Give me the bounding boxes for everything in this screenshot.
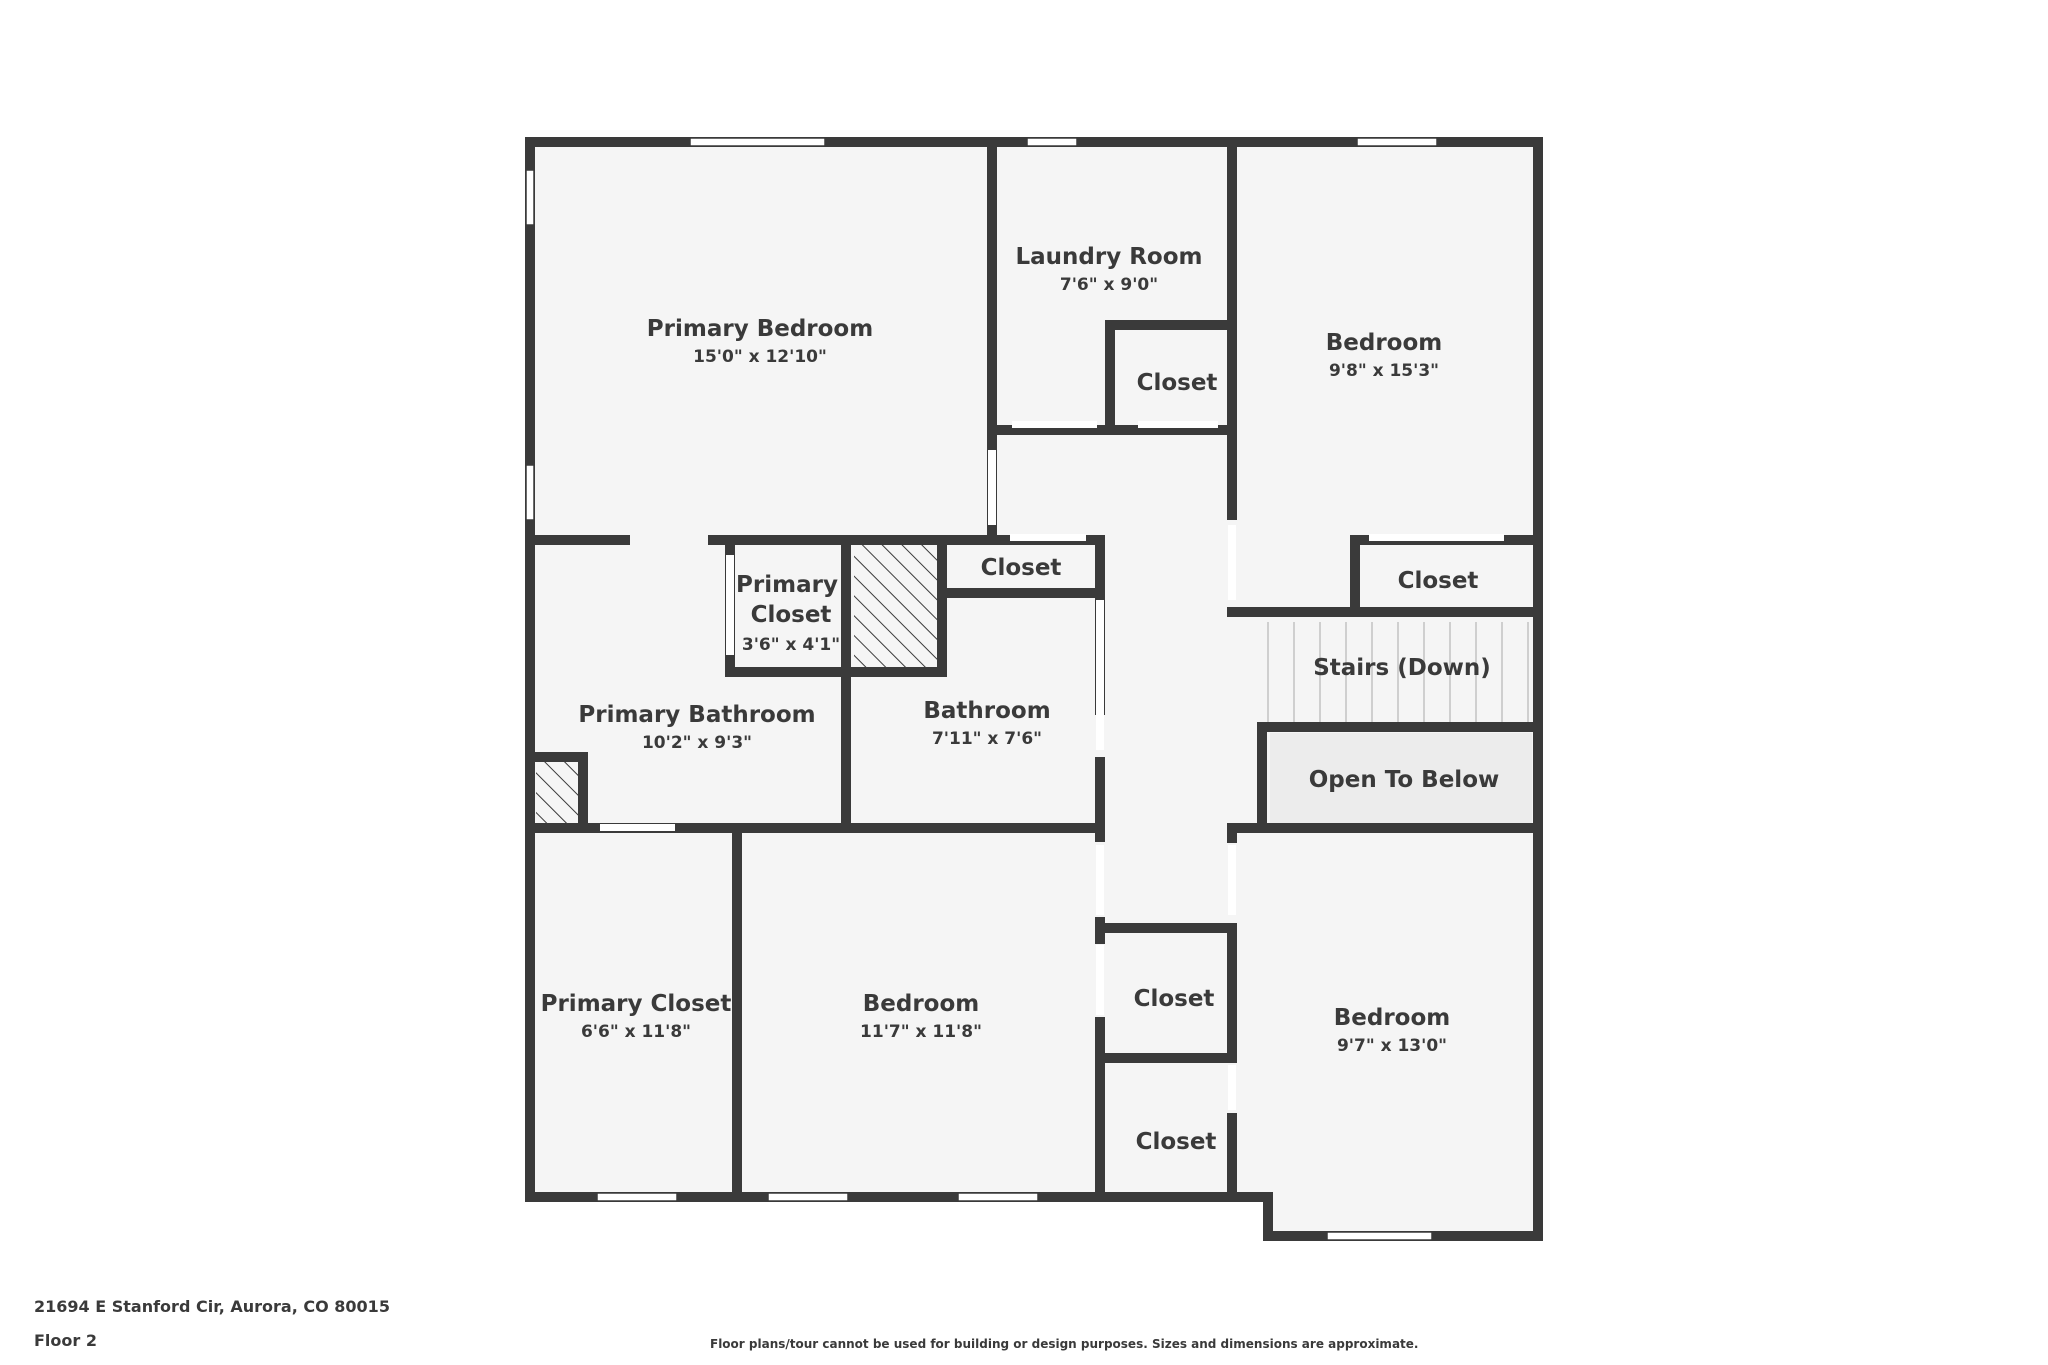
room-name: Primary Bedroom (647, 316, 873, 342)
window (957, 1192, 1039, 1202)
room-name: Laundry Room (1015, 244, 1202, 270)
room-closet-mid-1: Closet (1134, 986, 1215, 1012)
window (1356, 137, 1438, 147)
room-name: Bathroom (923, 698, 1050, 724)
room-name: Closet (1137, 370, 1218, 396)
door-openings (600, 421, 1504, 1110)
open-to-below-fill (1270, 733, 1532, 823)
room-laundry-room: Laundry Room 7'6" x 9'0" (1015, 244, 1202, 295)
shaft-hatch-small (536, 760, 583, 826)
room-dimensions: 15'0" x 12'10" (693, 347, 827, 367)
window (767, 1192, 849, 1202)
stairs-treads (1267, 622, 1529, 722)
room-dimensions: 6'6" x 11'8" (581, 1022, 691, 1042)
room-name: Open To Below (1309, 767, 1500, 793)
room-name: Stairs (Down) (1313, 655, 1491, 681)
room-dimensions: 10'2" x 9'3" (642, 733, 752, 753)
room-primary-bathroom: Primary Bathroom 10'2" x 9'3" (578, 702, 815, 753)
room-dimensions: 7'6" x 9'0" (1060, 275, 1158, 295)
room-name-line-1: Primary (736, 572, 838, 598)
room-name: Bedroom (1334, 1005, 1451, 1031)
room-name: Primary Bathroom (578, 702, 815, 728)
window (525, 169, 535, 226)
disclaimer-text: Floor plans/tour cannot be used for buil… (710, 1337, 1419, 1351)
room-bedroom-sw: Bedroom 11'7" x 11'8" (860, 991, 982, 1042)
room-dimensions: 9'7" x 13'0" (1337, 1036, 1447, 1056)
room-dimensions: 7'11" x 7'6" (932, 729, 1042, 749)
shaft-hatch (854, 540, 939, 667)
window (1026, 137, 1078, 147)
room-closet-ne: Closet (1398, 568, 1479, 594)
room-primary-bedroom: Primary Bedroom 15'0" x 12'10" (647, 316, 873, 367)
room-primary-closet: Primary Closet 6'6" x 11'8" (541, 991, 732, 1042)
room-name: Primary Closet (541, 991, 732, 1017)
floor-label: Floor 2 (34, 1331, 97, 1350)
room-name: Closet (981, 555, 1062, 581)
room-stairs: Stairs (Down) (1313, 655, 1491, 681)
window (525, 464, 535, 521)
room-name: Closet (1134, 986, 1215, 1012)
room-open-to-below: Open To Below (1309, 767, 1500, 793)
floor-fill (529, 142, 1537, 1235)
room-name: Bedroom (1326, 330, 1443, 356)
window (1326, 1231, 1433, 1241)
room-name: Primary Closet (736, 572, 846, 628)
room-dimensions: 11'7" x 11'8" (860, 1022, 982, 1042)
room-name-line-2: Closet (751, 602, 832, 628)
room-hall-closet: Closet (981, 555, 1062, 581)
room-closet-mid-2: Closet (1136, 1129, 1217, 1155)
room-dimensions: 3'6" x 4'1" (742, 635, 840, 655)
address-label: 21694 E Stanford Cir, Aurora, CO 80015 (34, 1297, 390, 1316)
room-name: Closet (1136, 1129, 1217, 1155)
room-dimensions: 9'8" x 15'3" (1329, 361, 1439, 381)
windows (525, 137, 1438, 1241)
room-bedroom-se: Bedroom 9'7" x 13'0" (1334, 1005, 1451, 1056)
room-laundry-closet: Closet (1137, 370, 1218, 396)
window (596, 1192, 678, 1202)
room-name: Bedroom (863, 991, 980, 1017)
room-primary-closet-small: Primary Closet 3'6" x 4'1" (736, 572, 846, 655)
room-bathroom: Bathroom 7'11" x 7'6" (923, 698, 1050, 749)
window (689, 137, 826, 147)
room-bedroom-ne: Bedroom 9'8" x 15'3" (1326, 330, 1443, 381)
room-name: Closet (1398, 568, 1479, 594)
